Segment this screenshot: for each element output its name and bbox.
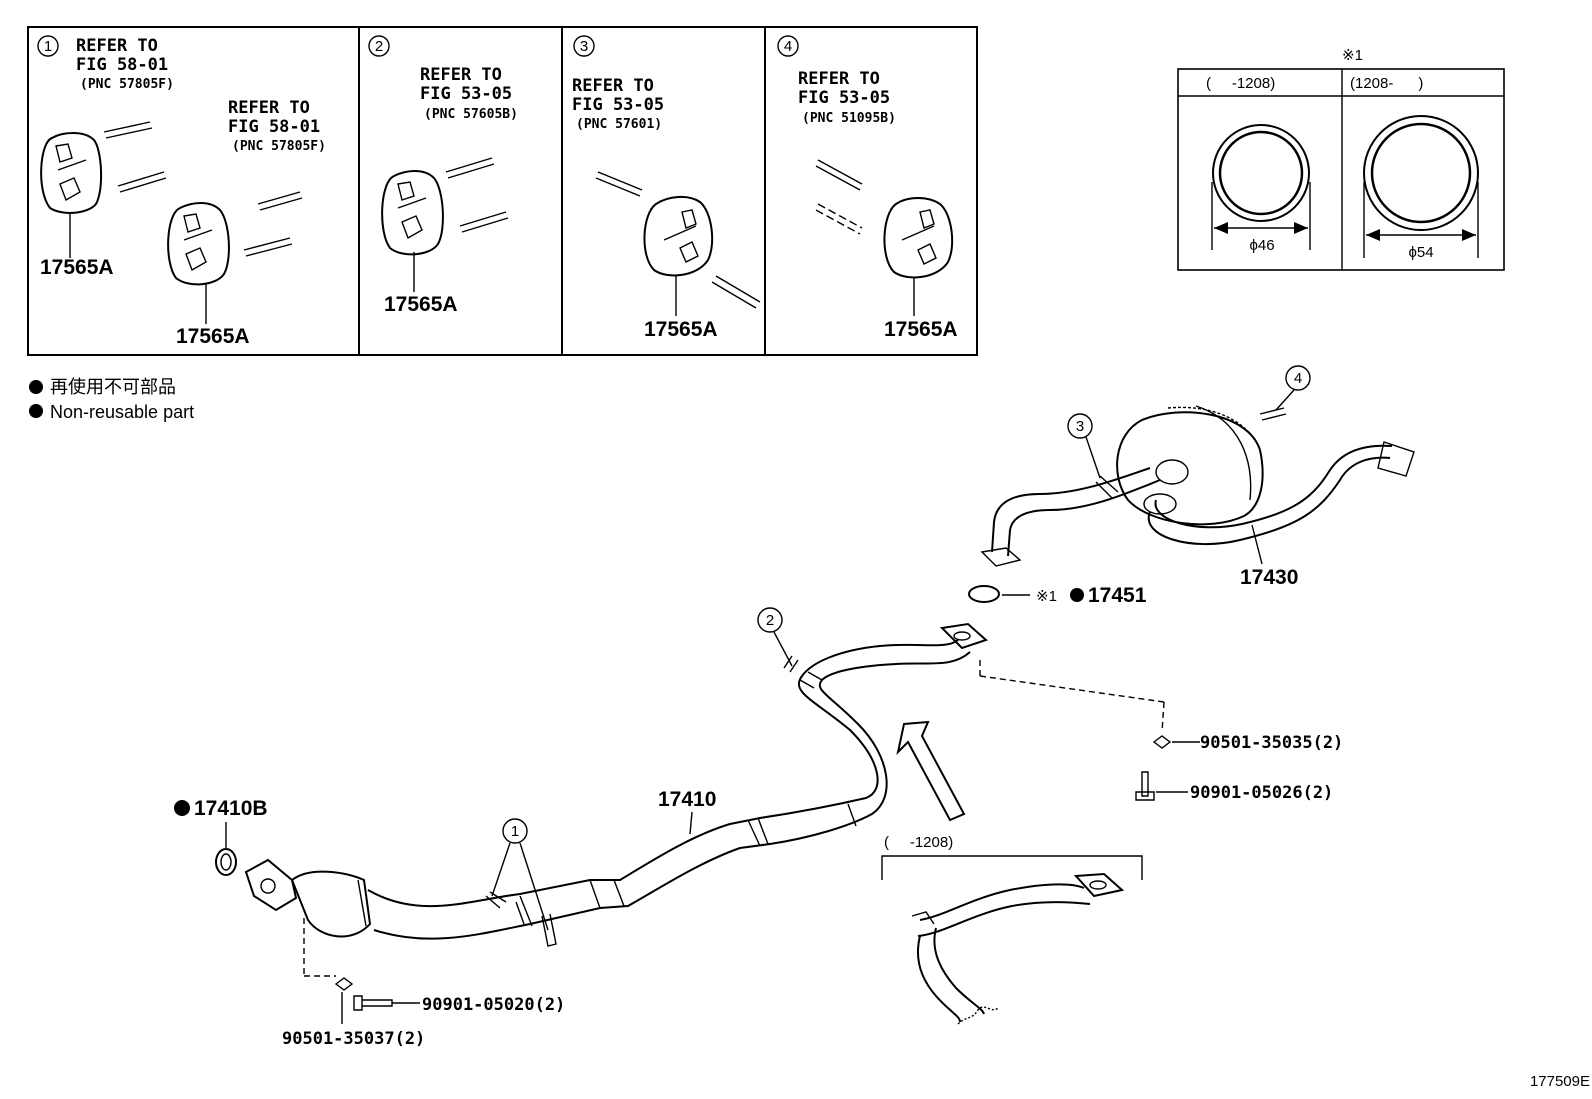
part-number: 17565A: [176, 325, 250, 348]
refer-fig-text: FIG 53-05: [798, 88, 890, 108]
gasket-17410B: 17410B: [174, 797, 268, 876]
callout-circle: [777, 35, 799, 57]
panel-number: 1: [44, 38, 52, 55]
front-flange: [244, 858, 298, 912]
part-number-17410: 17410: [658, 788, 716, 811]
refer-fig-text: FIG 53-05: [572, 95, 664, 115]
inlet-flange: [980, 547, 1022, 567]
rubber-hanger-drawing: [381, 170, 444, 256]
part-number-17430: 17430: [1240, 566, 1298, 589]
gasket-small-outer: [1212, 124, 1310, 222]
gasket-small-diameter: ϕ46: [1249, 237, 1274, 254]
rubber-hanger-drawing: [40, 132, 103, 214]
part-number: 17565A: [40, 256, 114, 279]
rear-flange: [939, 622, 988, 650]
non-reusable-bullet-icon: [1070, 588, 1084, 602]
variant-bracket-label: ( -1208): [884, 834, 953, 851]
svg-text:2: 2: [766, 612, 774, 629]
rubber-hanger-drawing: [643, 196, 714, 277]
callout-4: 4: [1275, 365, 1311, 411]
pnc-text: (PNC 57601): [576, 117, 662, 132]
callout-circle: [368, 35, 390, 57]
inset-frame: [27, 26, 978, 356]
refer-to-text: REFER TO: [420, 65, 502, 85]
panel-2: 2 REFER TO FIG 53-05 (PNC 57605B) 17565A: [368, 35, 518, 316]
direction-arrow: [896, 720, 966, 822]
spring-icon: [1152, 735, 1172, 749]
panel-3: 3 REFER TO FIG 53-05 (PNC 57601) 17565A: [572, 35, 761, 341]
rubber-hanger-drawing: [167, 202, 230, 286]
part-number-17451: 17451: [1088, 584, 1147, 607]
svg-text:4: 4: [1294, 370, 1302, 387]
gasket-large-inner: [1370, 122, 1472, 224]
callout-3: 3: [1067, 413, 1101, 479]
legend: 再使用不可部品 Non-reusable part: [29, 377, 194, 422]
callout-2: 2: [757, 607, 793, 667]
panel-number: 4: [784, 38, 792, 55]
variant-pipe-inset: ( -1208): [881, 834, 1143, 1025]
part-number-90901-05026: 90901-05026(2): [1190, 783, 1333, 803]
legend-japanese: 再使用不可部品: [50, 377, 176, 397]
part-number: 17565A: [884, 318, 958, 341]
rear-fasteners: 90501-35035(2) 90901-05026(2): [979, 660, 1343, 803]
non-reusable-bullet-icon: [174, 800, 190, 816]
pnc-text: (PNC 57805F): [80, 77, 174, 92]
non-reusable-bullet-icon: [29, 404, 43, 418]
part-number-90501-35035: 90501-35035(2): [1200, 733, 1343, 753]
gasket-note-mark: ※1: [1342, 47, 1363, 64]
refer-fig-text: FIG 58-01: [76, 55, 168, 75]
inset-panels: 1 REFER TO FIG 58-01 (PNC 57805F) REFER …: [27, 26, 978, 356]
refer-to-text: REFER TO: [76, 36, 158, 56]
part-number: 17565A: [384, 293, 458, 316]
spring-icon: [334, 977, 354, 991]
gasket-size-table: ※1 ( -1208) (1208- ) ϕ46 ϕ54: [1177, 47, 1505, 271]
callout-circle: [37, 35, 59, 57]
rubber-hanger-drawing: [883, 197, 954, 279]
part-number-90501-35037: 90501-35037(2): [282, 1029, 425, 1049]
refer-fig-text: FIG 53-05: [420, 84, 512, 104]
table-header-col1: ( -1208): [1206, 75, 1275, 92]
bolt-icon: [353, 995, 393, 1011]
part-number-17410B: 17410B: [194, 797, 268, 820]
legend-english: Non-reusable part: [50, 402, 194, 422]
tailpipe-muffler-assembly: 17430: [980, 405, 1415, 589]
table-frame: [1177, 68, 1505, 271]
non-reusable-bullet-icon: [29, 380, 43, 394]
gasket-large-diameter: ϕ54: [1408, 244, 1433, 261]
refer-to-text: REFER TO: [572, 76, 654, 96]
svg-text:3: 3: [1076, 418, 1084, 435]
gasket-small-inner: [1218, 130, 1304, 216]
figure-number: 177509E: [1530, 1073, 1590, 1090]
callout-circle: [573, 35, 595, 57]
bolt-icon: [1135, 771, 1155, 801]
panel-number: 3: [580, 38, 588, 55]
callout-1: 1: [491, 818, 549, 931]
gasket-17451: ※1 17451: [968, 584, 1147, 607]
gasket-large-outer: [1363, 115, 1479, 231]
part-number-90901-05020: 90901-05020(2): [422, 995, 565, 1015]
svg-text:1: 1: [511, 823, 519, 840]
pnc-text: (PNC 57605B): [424, 107, 518, 122]
catalytic-converter: [290, 870, 372, 938]
pnc-text: (PNC 51095B): [802, 111, 896, 126]
panel-1: 1 REFER TO FIG 58-01 (PNC 57805F) REFER …: [37, 35, 326, 348]
panel-4: 4 REFER TO FIG 53-05 (PNC 51095B) 17565A: [777, 35, 958, 341]
refer-fig-text: FIG 58-01: [228, 117, 320, 137]
part-number: 17565A: [644, 318, 718, 341]
refer-to-text: REFER TO: [798, 69, 880, 89]
muffler-body: [1116, 411, 1264, 526]
gasket-note-mark: ※1: [1036, 588, 1057, 605]
front-exhaust-pipe: 17410: [244, 622, 988, 947]
pnc-text: (PNC 57805F): [232, 139, 326, 154]
panel-number: 2: [375, 38, 383, 55]
table-header-col2: (1208- ): [1350, 75, 1423, 92]
tail-tip: [1377, 441, 1415, 477]
refer-to-text: REFER TO: [228, 98, 310, 118]
front-fasteners: 90901-05020(2) 90501-35037(2): [282, 918, 565, 1049]
